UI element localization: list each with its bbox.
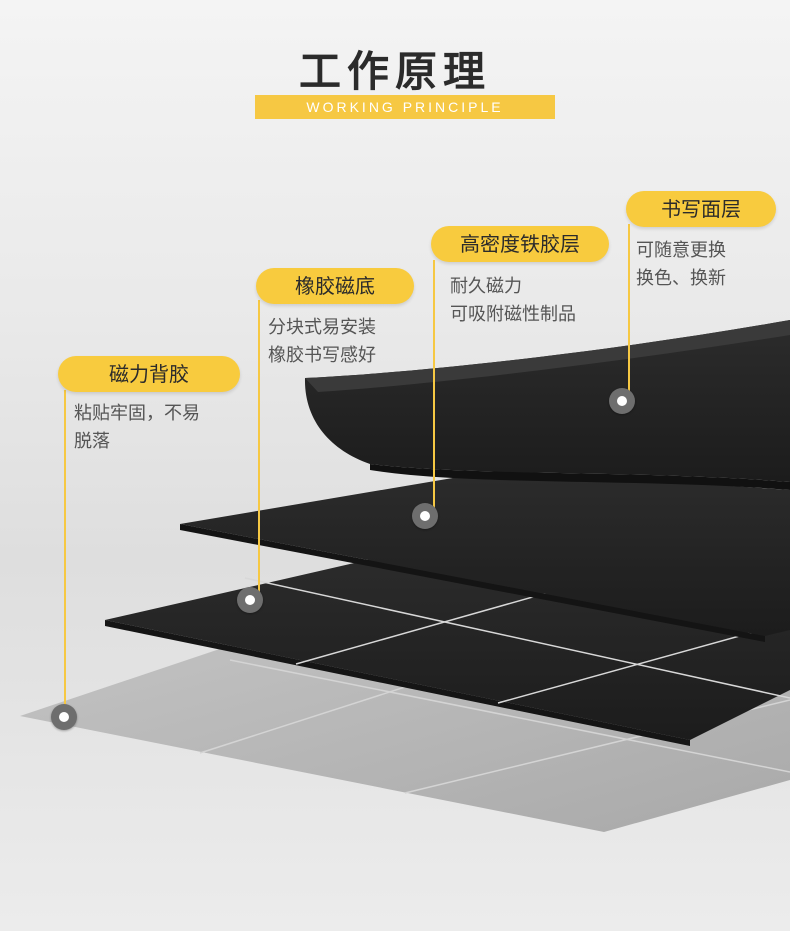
callout-line-rubber bbox=[258, 300, 260, 600]
desc-backing-line2: 脱落 bbox=[74, 431, 110, 452]
marker-dot-backing bbox=[51, 704, 77, 730]
subtitle-bar bbox=[255, 95, 555, 119]
callout-line-writing bbox=[628, 224, 630, 400]
page-title: 工作原理 bbox=[298, 47, 491, 96]
desc-writing-line1: 可随意更换 bbox=[636, 240, 726, 261]
desc-rubber-line1: 分块式易安装 bbox=[268, 317, 376, 338]
iron-rubber-layer bbox=[180, 470, 790, 642]
writing-surface-layer bbox=[304, 320, 790, 490]
desc-rubber-line2: 橡胶书写感好 bbox=[268, 345, 376, 366]
label-rubber: 橡胶磁底 bbox=[256, 268, 414, 304]
callout-line-backing bbox=[64, 390, 66, 716]
callout-line-iron bbox=[433, 260, 435, 516]
desc-iron-line1: 耐久磁力 bbox=[450, 276, 522, 297]
label-writing: 书写面层 bbox=[626, 191, 776, 227]
marker-dot-writing bbox=[609, 388, 635, 414]
page-subtitle: WORKING PRINCIPLE bbox=[306, 99, 504, 115]
desc-writing-line2: 换色、换新 bbox=[636, 268, 726, 289]
marker-dot-rubber bbox=[237, 587, 263, 613]
marker-dot-iron bbox=[412, 503, 438, 529]
label-backing: 磁力背胶 bbox=[58, 356, 240, 392]
desc-iron-line2: 可吸附磁性制品 bbox=[450, 304, 576, 325]
label-iron: 高密度铁胶层 bbox=[431, 226, 609, 262]
desc-backing-line1: 粘贴牢固，不易 bbox=[74, 403, 200, 424]
